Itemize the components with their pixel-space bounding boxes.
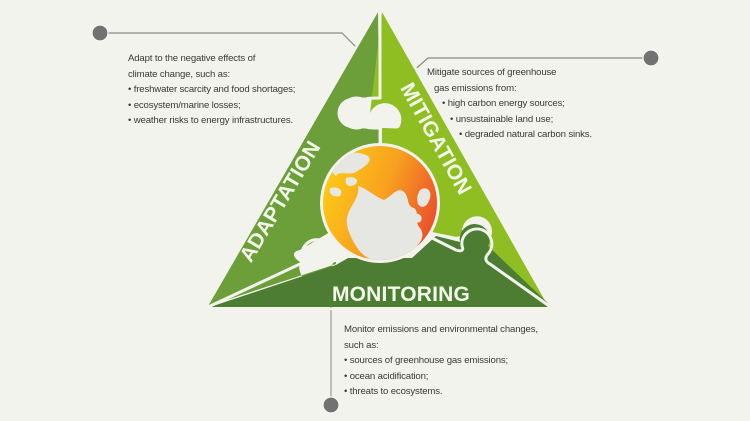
mitigation-item: • high carbon energy sources; [442, 98, 565, 109]
mitigation-item: • degraded natural carbon sinks. [459, 129, 592, 140]
monitoring-description: Monitor emissions and environmental chan… [344, 322, 538, 400]
monitoring-intro-line: Monitor emissions and environmental chan… [344, 324, 538, 335]
adaptation-segment [208, 12, 379, 306]
monitoring-intro-line: such as: [344, 339, 379, 351]
mitigation-connector [411, 57, 650, 73]
globe-icon [320, 143, 440, 263]
adaptation-connector [100, 32, 360, 51]
adaptation-item: • ecosystem/marine losses; [128, 99, 241, 111]
monitoring-item: • threats to ecosystems. [344, 386, 443, 397]
monitoring-segment [210, 224, 552, 307]
monitoring-dot-marker [322, 396, 340, 414]
mitigation-dot-marker [642, 49, 660, 67]
adaptation-item: • freshwater scarcity and food shortages… [128, 84, 296, 95]
mitigation-description: Mitigate sources of greenhouse gas emiss… [427, 65, 592, 143]
adaptation-item: • weather risks to energy infrastructure… [128, 115, 294, 126]
monitoring-item: • sources of greenhouse gas emissions; [344, 355, 509, 366]
mitigation-segment [370, 12, 548, 306]
mitigation-intro-line: gas emissions from: [434, 82, 517, 94]
adaptation-intro-line: Adapt to the negative effects of [128, 53, 256, 64]
adaptation-description: Adapt to the negative effects of climate… [128, 51, 295, 129]
puzzle-outlines [203, 4, 555, 311]
adaptation-dot-marker [91, 24, 109, 42]
mitigation-item: • unsustainable land use; [450, 113, 554, 125]
adaptation-intro-line: climate change, such as: [128, 68, 230, 80]
monitoring-label: MONITORING [332, 283, 470, 306]
mitigation-intro-line: Mitigate sources of greenhouse [427, 67, 557, 78]
monitoring-item: • ocean acidification; [344, 370, 429, 382]
